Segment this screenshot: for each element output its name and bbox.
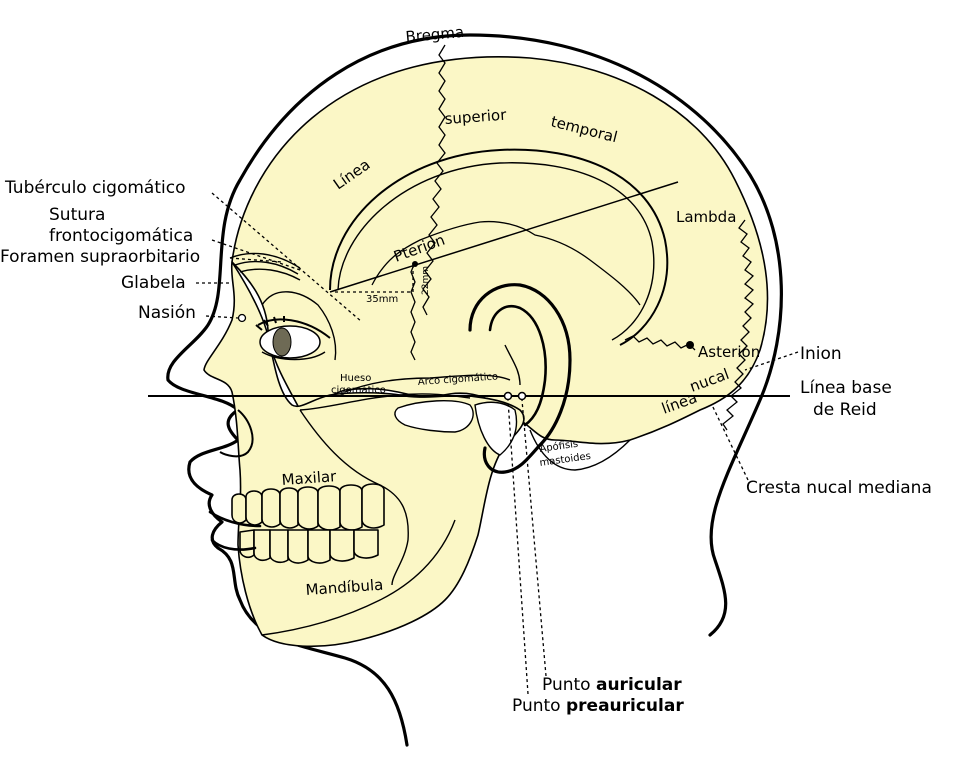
mastoid-process [529,429,631,471]
leader-tuberculo [211,192,363,323]
leader-nasion [205,315,239,319]
ear-canal [504,344,521,386]
eye-lower-lid [261,351,326,361]
label-punto-auricular-prefix: Punto [542,675,596,695]
eyelashes [255,316,331,339]
inferior-temporal-line [337,162,655,341]
coronal-suture [422,44,446,316]
infratemporal-hole [394,400,474,433]
label-reid-2: de Reid [813,400,877,420]
mandible-body [261,519,456,636]
label-punto-preauricular: Punto preauricular [512,696,684,716]
zygomatic-arch [344,374,511,393]
squamous-suture [371,220,641,306]
supraorbital-ridges [229,252,301,281]
label-sutura-1: Sutura [49,205,105,225]
leader-foramen [229,257,283,263]
label-superior: superior [444,106,508,128]
label-maxilar: Maxilar [281,467,338,489]
pterion-point [412,261,418,267]
label-glabela: Glabela [121,273,186,293]
upper-lip [208,510,262,528]
label-22mm: 22mm [421,266,431,295]
lower-lip [210,538,257,551]
auricular-point [503,391,513,401]
teeth-upper [231,483,385,531]
label-punto-preauricular-bold: preauricular [566,696,684,716]
label-foramen: Foramen supraorbitario [0,247,200,267]
label-reid-1: Línea base [800,378,892,398]
label-apofisis-1: Apófisis [539,438,579,455]
mandible-ramus [299,409,409,586]
ear-inner [488,305,547,427]
label-sutura-2: frontocigomática [49,226,193,246]
orbit-upper [261,291,337,361]
leader-preauricular [507,399,529,695]
label-tuberculo: Tubérculo cigomático [4,178,185,198]
nasion-point [237,313,247,323]
mastoid-gap [474,401,518,456]
leader-cresta [711,404,749,481]
sphenoparietal-suture [410,261,416,361]
label-cresta: Cresta nucal mediana [746,478,932,498]
ear-outer [468,283,572,474]
label-lambda: Lambda [676,208,736,226]
label-punto-preauricular-prefix: Punto [512,696,566,716]
label-punto-auricular-bold: auricular [596,675,682,695]
occipitomastoid-suture [624,335,696,351]
label-inion: Inion [800,344,842,364]
asterion-point [686,341,694,349]
preauricular-point [517,391,527,401]
label-asterion: Asterion [698,343,760,361]
label-punto-auricular: Punto auricular [542,675,682,695]
label-bregma: Bregma [405,23,465,46]
label-35mm: 35mm [366,294,398,305]
label-nasion: Nasión [138,303,196,323]
nose [219,409,254,458]
leader-auricular [521,399,547,677]
teeth-lower [239,529,379,564]
label-hueso-1: Hueso [340,373,371,384]
label-arco: Arco cigomático [417,370,498,388]
pterion-oblique-line [329,181,679,293]
superior-temporal-line [329,148,669,346]
head-outline [166,33,783,747]
label-mandibula: Mandíbula [305,576,384,599]
iris [272,327,292,357]
label-hueso-2: cigomático [331,384,386,396]
